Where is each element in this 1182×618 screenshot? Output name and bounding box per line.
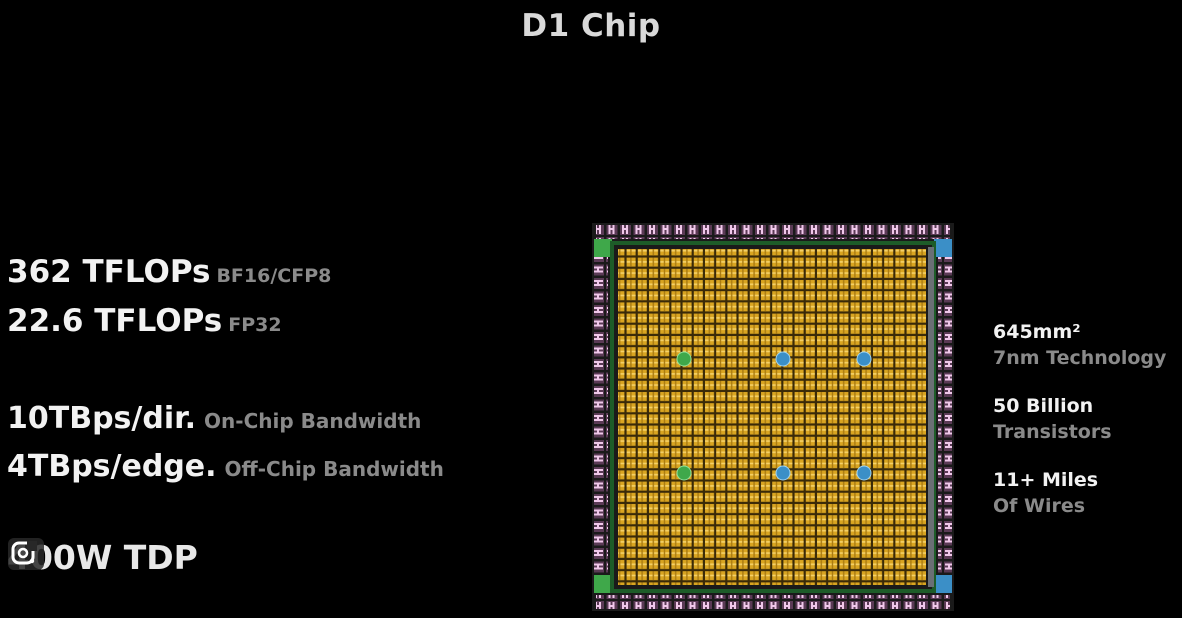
spec-value: 362 TFLOPs <box>7 254 211 290</box>
spec-value: 10TBps/dir. <box>7 401 197 436</box>
stat-primary: 645mm² <box>993 321 1081 343</box>
stat-primary: 11+ Miles <box>993 469 1099 491</box>
google-lens-icon[interactable] <box>8 538 44 570</box>
lens-glyph <box>11 541 37 565</box>
spec-value: 22.6 TFLOPs <box>7 303 223 339</box>
stat-primary: 50 Billion <box>993 395 1094 417</box>
stat-secondary: 7nm Technology <box>993 347 1167 369</box>
stat-area: 645mm² 7nm Technology <box>993 321 1166 369</box>
spec-on-chip-bandwidth: 10TBps/dir. On-Chip Bandwidth <box>7 401 421 436</box>
page-title: D1 Chip <box>521 8 661 44</box>
spec-label: FP32 <box>228 314 282 336</box>
d1-chip-die-image <box>592 223 954 611</box>
stat-wires: 11+ Miles Of Wires <box>993 469 1098 517</box>
spec-label: BF16/CFP8 <box>216 265 332 287</box>
stat-secondary: Of Wires <box>993 495 1086 517</box>
spec-label: On-Chip Bandwidth <box>204 409 422 433</box>
spec-label: Off-Chip Bandwidth <box>224 457 444 481</box>
stat-transistors: 50 Billion Transistors <box>993 395 1112 443</box>
spec-off-chip-bandwidth: 4TBps/edge. Off-Chip Bandwidth <box>7 449 444 484</box>
stat-secondary: Transistors <box>993 421 1112 443</box>
spec-value: 4TBps/edge. <box>7 449 217 484</box>
